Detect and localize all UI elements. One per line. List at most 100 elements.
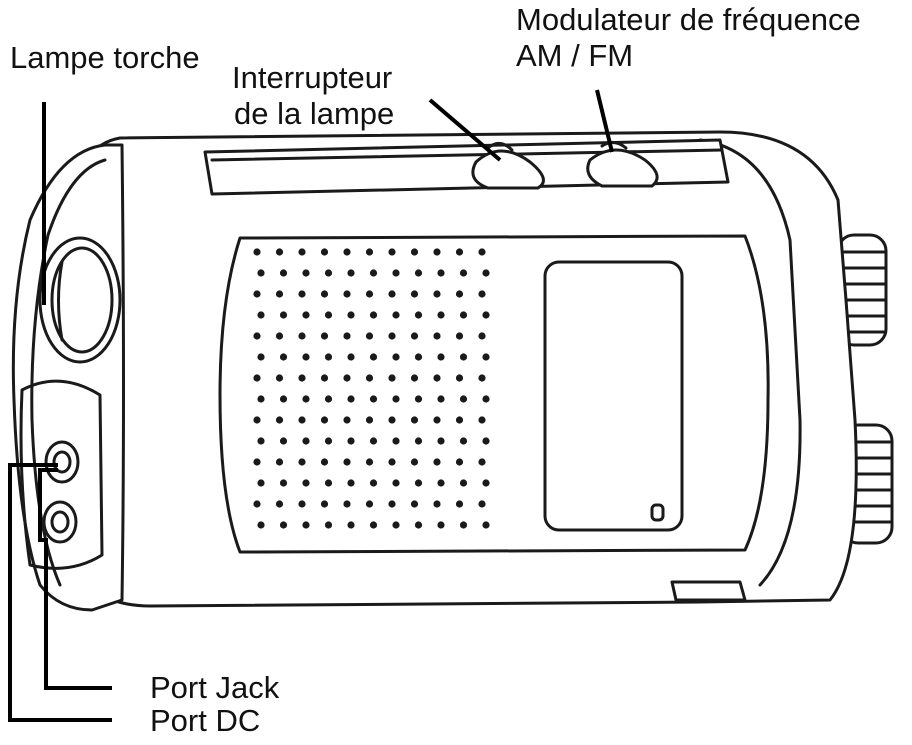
- speaker-hole: [365, 500, 374, 508]
- label-interrupteur: Interrupteur de la lampe: [232, 60, 394, 132]
- speaker-hole: [414, 269, 423, 277]
- body-inner-contour: [698, 138, 802, 587]
- speaker-hole: [320, 458, 329, 466]
- speaker-hole: [298, 248, 306, 256]
- speaker-hole: [253, 458, 261, 466]
- dc-port: [42, 500, 78, 544]
- speaker-hole: [324, 311, 333, 319]
- speaker-hole: [347, 395, 355, 403]
- speaker-hole: [392, 479, 400, 487]
- speaker-hole: [410, 416, 419, 424]
- speaker-hole: [279, 395, 288, 403]
- speaker-hole: [302, 311, 310, 319]
- speaker-hole: [459, 353, 468, 361]
- indicator-light: [650, 503, 665, 522]
- speaker-hole: [302, 353, 310, 361]
- speaker-hole: [257, 353, 265, 361]
- speaker-hole: [482, 437, 490, 445]
- speaker-hole: [347, 437, 355, 445]
- speaker-hole: [298, 332, 306, 340]
- speaker-hole: [279, 353, 288, 361]
- speaker-hole: [392, 269, 400, 277]
- speaker-hole: [437, 437, 445, 445]
- speaker-hole: [347, 479, 355, 487]
- speaker-hole: [324, 269, 333, 277]
- crank-knob-upper: [836, 233, 888, 347]
- speaker-hole: [253, 248, 261, 256]
- ports-panel: [19, 379, 104, 570]
- speaker-hole: [414, 437, 423, 445]
- speaker-hole: [478, 248, 486, 256]
- speaker-hole: [298, 458, 306, 466]
- speaker-hole: [478, 416, 486, 424]
- speaker-hole: [455, 500, 464, 508]
- speaker-hole: [410, 374, 419, 382]
- speaker-hole: [437, 353, 445, 361]
- speaker-hole: [410, 290, 419, 298]
- speaker-hole: [343, 332, 351, 340]
- speaker-hole: [414, 353, 423, 361]
- speaker-hole: [279, 437, 288, 445]
- speaker-hole: [275, 374, 284, 382]
- speaker-hole: [478, 500, 486, 508]
- speaker-hole: [410, 248, 419, 256]
- speaker-hole: [433, 416, 441, 424]
- speaker-hole: [455, 374, 464, 382]
- speaker-hole: [275, 500, 284, 508]
- speaker-hole: [455, 458, 464, 466]
- speaker-hole: [437, 521, 445, 529]
- speaker-hole: [414, 521, 423, 529]
- speaker-hole: [369, 479, 378, 487]
- label-port-jack-text: Port Jack: [150, 670, 280, 705]
- label-modulateur: Modulateur de fréquence AM / FM: [516, 2, 861, 74]
- speaker-hole: [414, 479, 423, 487]
- speaker-hole: [410, 332, 419, 340]
- speaker-hole: [392, 521, 400, 529]
- speaker-grille: [253, 248, 490, 529]
- speaker-hole: [279, 521, 288, 529]
- speaker-hole: [298, 290, 306, 298]
- speaker-hole: [482, 269, 490, 277]
- speaker-hole: [298, 416, 306, 424]
- speaker-hole: [324, 437, 333, 445]
- speaker-hole: [324, 521, 333, 529]
- speaker-hole: [433, 332, 441, 340]
- label-lampe-torche: Lampe torche: [10, 40, 200, 76]
- speaker-hole: [275, 248, 284, 256]
- label-port-dc: Port DC: [150, 703, 260, 739]
- label-lampe-torche-text: Lampe torche: [10, 40, 200, 75]
- speaker-hole: [482, 395, 490, 403]
- speaker-hole: [324, 395, 333, 403]
- speaker-hole: [478, 332, 486, 340]
- speaker-hole: [298, 500, 306, 508]
- speaker-hole: [320, 332, 329, 340]
- label-interrupteur-line1: Interrupteur: [232, 60, 393, 95]
- speaker-hole: [437, 395, 445, 403]
- speaker-hole: [482, 521, 490, 529]
- speaker-hole: [343, 290, 351, 298]
- speaker-hole: [433, 500, 441, 508]
- speaker-hole: [320, 290, 329, 298]
- speaker-hole: [302, 521, 310, 529]
- speaker-hole: [459, 311, 468, 319]
- speaker-hole: [455, 290, 464, 298]
- speaker-hole: [347, 353, 355, 361]
- speaker-hole: [365, 248, 374, 256]
- speaker-hole: [253, 500, 261, 508]
- speaker-hole: [459, 269, 468, 277]
- lamp-switch-button: [471, 142, 545, 190]
- speaker-hole: [365, 374, 374, 382]
- speaker-hole: [392, 395, 400, 403]
- speaker-hole: [388, 374, 396, 382]
- speaker-hole: [369, 269, 378, 277]
- speaker-hole: [253, 332, 261, 340]
- speaker-hole: [257, 311, 265, 319]
- speaker-hole: [482, 353, 490, 361]
- speaker-hole: [320, 416, 329, 424]
- speaker-hole: [414, 395, 423, 403]
- speaker-hole: [478, 374, 486, 382]
- speaker-hole: [302, 269, 310, 277]
- speaker-hole: [392, 437, 400, 445]
- speaker-hole: [437, 269, 445, 277]
